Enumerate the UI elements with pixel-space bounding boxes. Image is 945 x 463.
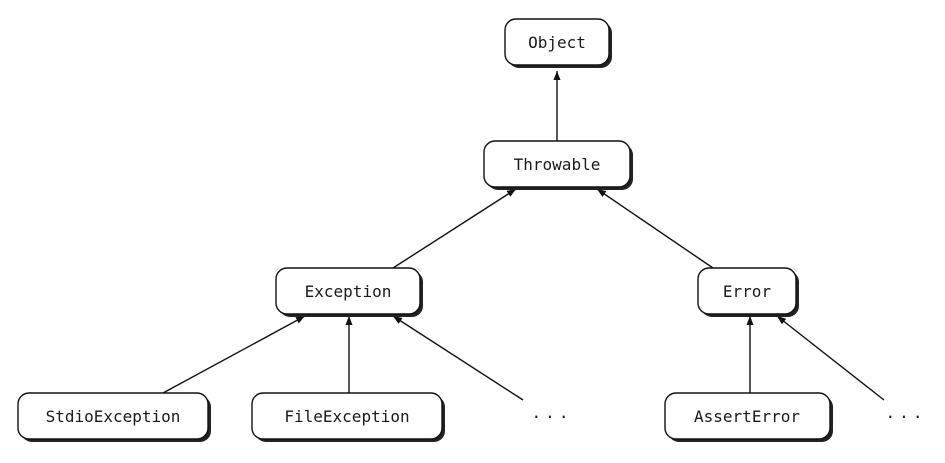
node-error-more: ... (886, 403, 927, 422)
node-file-exception-label: FileException (284, 407, 409, 426)
node-exception-more: ... (532, 403, 573, 422)
edges (162, 71, 885, 401)
node-exception-label: Exception (305, 282, 392, 301)
node-file-exception: FileException (251, 392, 445, 442)
node-error: Error (697, 267, 799, 317)
node-throwable-label: Throwable (514, 155, 601, 174)
node-object-label: Object (528, 33, 586, 52)
node-assert-error: AssertError (664, 392, 833, 442)
edge-stdio-exception-to-exception (162, 315, 306, 394)
node-stdio-exception-label: StdioException (46, 407, 181, 426)
node-object: Object (504, 18, 612, 68)
edge-error-more-to-error (776, 315, 885, 401)
edge-exception-to-throwable (392, 188, 517, 269)
edge-error-to-throwable (596, 188, 714, 269)
node-error-label: Error (723, 282, 772, 301)
edge-exception-more-to-exception (392, 315, 524, 401)
node-stdio-exception: StdioException (17, 392, 211, 442)
node-exception: Exception (275, 267, 423, 317)
node-throwable: Throwable (483, 140, 633, 190)
node-assert-error-label: AssertError (694, 407, 800, 426)
